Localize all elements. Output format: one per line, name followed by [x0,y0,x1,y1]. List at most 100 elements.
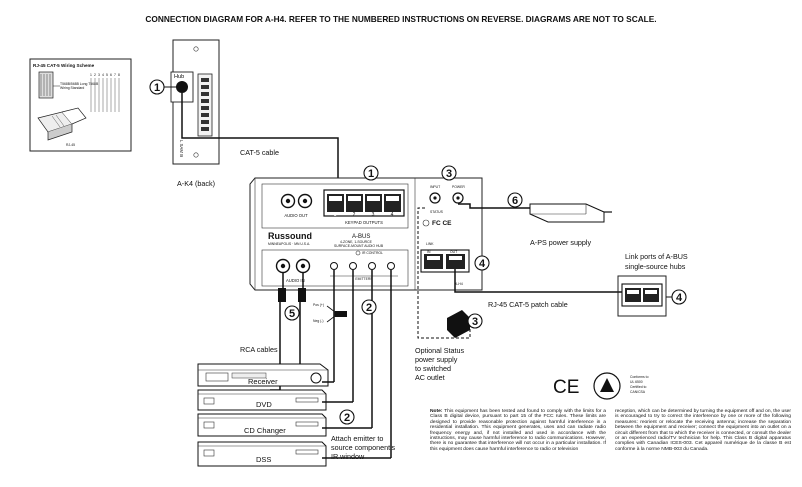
optional-status-line: power supply [415,355,458,364]
callout-rca: 5 [284,305,300,321]
fcc-marks: FC CE [432,220,452,227]
notice-left-text: This equipment has been tested and found… [430,409,606,452]
emitter-note-line: source component's [331,443,396,452]
power-label: POWER [452,185,465,189]
port-number: 2 [353,212,356,218]
aps-body [529,203,605,223]
audio-out-label: AUDIO OUT [284,213,308,218]
callout-keypad: 1 [363,165,379,181]
callout-number: 1 [368,168,374,180]
link-hubs-label-2: single-source hubs [625,262,686,271]
pin-number: 4 [102,73,104,77]
aps-power-supply [529,203,612,223]
pin-number: 5 [106,73,108,77]
port-number: 3 [372,212,375,218]
status-dashed-cable [417,207,471,339]
callout-number: 3 [446,168,452,180]
link-port-label: IN [427,250,431,254]
optional-status-line: Optional Status [415,346,465,355]
cat5-label: CAT-5 cable [240,148,279,157]
optional-status-note: Optional Status power supply to switched… [415,346,465,382]
callout-power-in: 3 [441,165,457,181]
emitters-label: EMITTERS [355,277,373,281]
ah4-hub: AUDIO OUT 1 2 3 4 KEYPAD OUTPUTS Russoun… [249,177,483,291]
cert-line: Conforms to [630,375,649,379]
ak4-hub-label: Hub [174,74,184,80]
status-label: STATUS [430,210,444,214]
emitter-note: Attach emitter to source component's IR … [331,434,396,461]
brand-sub: MINNEAPOLIS · MN U.S.A. [268,242,310,246]
link-hubs-label-1: Link ports of A-BUS [625,252,688,261]
power-supply-cord [458,203,530,209]
diagram-heading: CONNECTION DIAGRAM FOR A-H4. REFER TO TH… [145,14,656,24]
link-label: LINK [426,242,434,246]
ak4-side-label: L SAM B [179,140,184,157]
model-label: A-H4 [455,282,463,286]
fcc-notice-right: reception, which can be determined by tu… [615,409,791,452]
ak4-caption: A-K4 (back) [177,179,215,188]
polarity-detail: Pos (+) Neg (-) [313,303,347,323]
component-label: Receiver [248,377,278,386]
callout-number: 6 [512,195,518,207]
pin-number: 6 [110,73,112,77]
status-power-plug [447,310,470,338]
pin-number: 7 [114,73,116,77]
rj45-plug-body [38,71,54,99]
pin-numbers: 1 2 3 4 5 6 7 8 [90,73,120,77]
notice-right-text: reception, which can be determined by tu… [615,409,791,452]
component-dss: DSS [197,441,327,467]
ak4-terminal-block [197,73,213,137]
link-port-label: OUT [450,250,457,254]
receiver-volume-knob [310,372,322,384]
wiring-scheme-title: RJ-45 CAT-5 Wiring Scheme [33,63,95,68]
aps-label: A-PS power supply [530,238,592,247]
emitter-jacks [330,262,395,270]
pin-number: 3 [98,73,100,77]
ce-mark: CE [553,377,579,398]
remote-hub-frame [617,275,667,317]
warning-icon [422,219,430,227]
callout-number: 4 [676,292,683,304]
remote-link-hub [617,275,667,317]
wiring-scheme-frame [29,58,132,152]
patch-cable-label: RJ-45 CAT-5 patch cable [488,300,568,309]
rca-cables-label: RCA cables [240,345,278,354]
emitter-ends [322,381,391,459]
certification-marks: CE Conforms to UL 6500 Certified to CAN/… [553,372,649,400]
rj45-jack-illustration [37,107,87,141]
cert-line: CAN/CSA [630,390,646,394]
input-label: INPUT [430,185,440,189]
cert-line: Certified to [630,385,647,389]
abus-sub2: SURFACE-MOUNT AUDIO HUB [334,244,384,248]
cert-line: UL 6500 [630,380,643,384]
cat5-cable [181,93,339,190]
port-number: 1 [334,212,337,218]
brand-logo: Russound [268,231,312,241]
callout-number: 5 [289,308,295,320]
component-label: CD Changer [244,426,286,435]
pin-number: 8 [118,73,120,77]
audio-in-label: AUDIO IN [286,278,305,283]
component-receiver: Receiver [197,363,329,387]
rj45-label: RJ-45 [66,143,75,147]
component-cd-changer: CD Changer [197,413,327,437]
emitter-note-line: IR window [331,452,365,461]
port-number: 4 [391,212,394,218]
emitter-note-line: Attach emitter to [331,434,383,443]
callout-emitter-dvd: 2 [339,409,355,425]
component-label: DSS [256,455,271,464]
component-label: DVD [256,400,272,409]
wiring-scheme-panel: RJ-45 CAT-5 Wiring Scheme T568B/568B Lon… [29,58,132,152]
polarity-pos: Pos (+) [313,303,324,307]
callout-status-plug: 3 [467,313,483,329]
notice-lead: Note: [430,409,443,414]
callout-number: 2 [366,302,372,314]
polarity-neg: Neg (-) [313,319,324,323]
callout-ak4: 1 [149,79,176,95]
callout-number: 2 [344,412,350,424]
callout-power-supply: 6 [507,192,523,208]
component-dvd: DVD [197,389,327,411]
emitter-wires [333,270,392,458]
callout-link-remote: 4 [666,289,687,305]
